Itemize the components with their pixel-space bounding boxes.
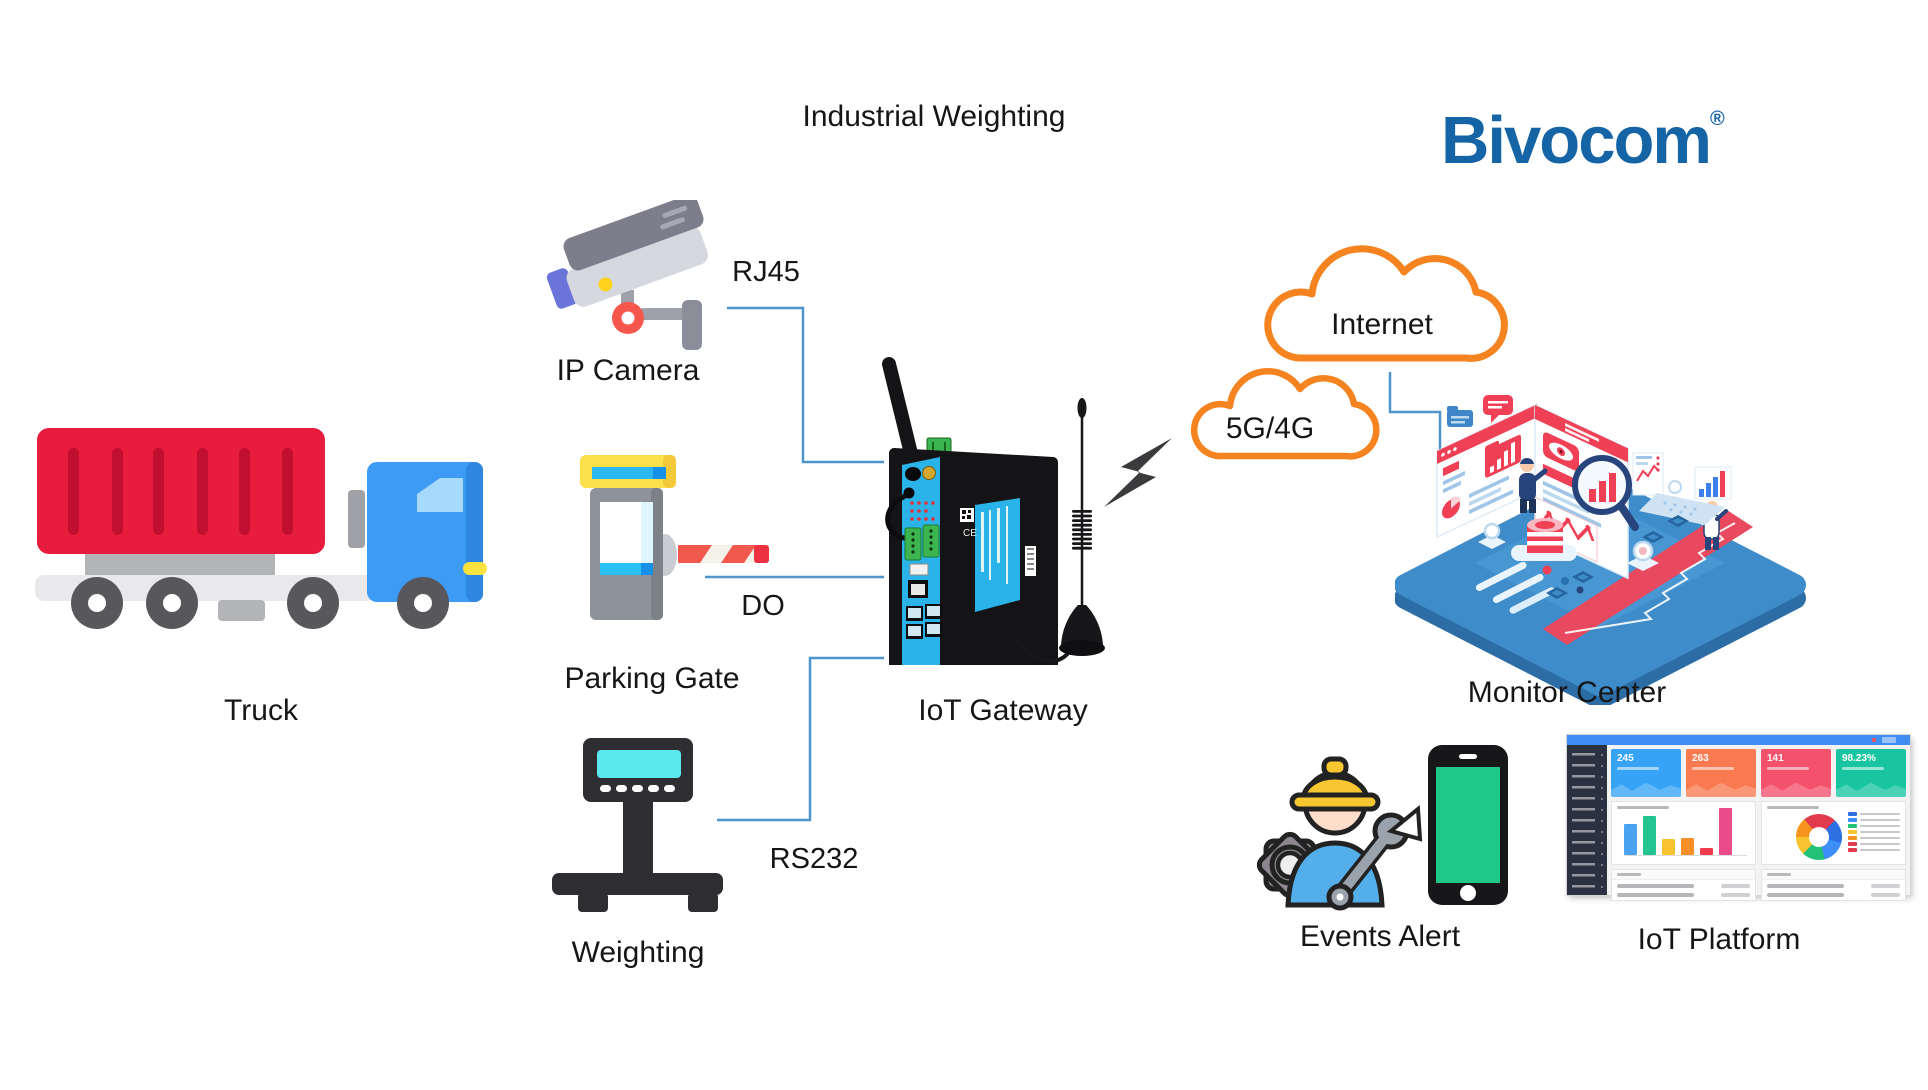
monitor-center-label: Monitor Center (1467, 676, 1667, 709)
monitor-center-illustration (1395, 395, 1806, 705)
truck-container (37, 428, 325, 554)
scale-platform (552, 873, 723, 895)
internet-cloud-label: Internet (1331, 308, 1433, 341)
wrench-icon (1326, 805, 1423, 911)
stat-cards: 245 263 141 98.23% (1611, 749, 1906, 797)
notification-dot (1872, 738, 1876, 742)
parking-gate-label: Parking Gate (564, 662, 740, 695)
barrier-arm (678, 545, 769, 563)
container-ribs (68, 448, 293, 535)
worker-icon (1285, 756, 1385, 908)
scale-buttons (600, 785, 675, 792)
bulb (1627, 540, 1659, 571)
magnifier-icon (1572, 455, 1639, 531)
stat-card: 263 (1686, 749, 1756, 797)
phone-icon (1428, 745, 1508, 905)
terminal-blocks (904, 524, 940, 561)
stat-value: 245 (1617, 753, 1634, 764)
cellular-cloud-label: 5G/4G (1225, 412, 1315, 445)
cylinder (1511, 518, 1577, 561)
lan-ports (906, 604, 942, 639)
weighting-label: Weighting (571, 936, 705, 969)
chat-bubble-icon (1483, 395, 1513, 423)
external-antenna (1013, 398, 1105, 664)
truck-underbody (85, 553, 275, 579)
dashboard-main: 245 263 141 98.23% (1607, 745, 1910, 901)
stat-value: 98.23% (1842, 753, 1876, 764)
weighting-scale-icon (552, 738, 723, 912)
donut-legend (1848, 812, 1900, 854)
ip-camera-icon (546, 200, 709, 350)
rs232-label: RS232 (769, 843, 859, 875)
stat-card: 245 (1611, 749, 1681, 797)
doc-panel (1632, 452, 1664, 496)
rj45-label: RJ45 (732, 256, 800, 288)
mini-bar-chart (1624, 803, 1747, 856)
ce-mark: CE (963, 528, 977, 539)
camera-bracket (682, 300, 702, 350)
ip-camera-label: IP Camera (556, 354, 700, 387)
console-board (1639, 493, 1725, 525)
scale-display (597, 750, 681, 778)
brand-logo: Bivocom® (1441, 84, 1725, 176)
iot-gateway-label: IoT Gateway (918, 694, 1088, 727)
donut-chart-panel (1761, 801, 1906, 865)
cellular-cloud-icon (1190, 368, 1380, 460)
parking-gate-icon (580, 455, 769, 620)
barcode (1025, 546, 1036, 576)
truck-label: Truck (224, 694, 298, 727)
person (1519, 457, 1548, 513)
truck-windshield (417, 478, 463, 512)
iot-gateway-icon: CE (882, 357, 1105, 665)
avatar (1882, 737, 1896, 743)
left-dashboard-panel (1436, 403, 1538, 539)
stat-value: 263 (1692, 753, 1709, 764)
bar-chart-panel (1611, 801, 1756, 865)
iot-platform-label: IoT Platform (1637, 923, 1801, 956)
camera-body (546, 200, 709, 309)
person (1703, 501, 1728, 550)
folder-float-icon (1447, 406, 1473, 427)
event-list-panel (1761, 869, 1906, 901)
floor-rows (1475, 561, 1584, 614)
internet-to-monitor-line (1388, 372, 1442, 458)
events-alert-label: Events Alert (1299, 920, 1461, 953)
truck-wheels (71, 577, 449, 629)
platform-vents (1546, 515, 1689, 599)
usb-port (909, 563, 929, 576)
red-road (1543, 510, 1753, 645)
stat-value: 141 (1767, 753, 1784, 764)
stat-card: 98.23% (1836, 749, 1906, 797)
truck-headlight (463, 562, 487, 575)
rj45-line (727, 306, 884, 464)
phone-screen (1436, 767, 1500, 883)
event-list-panel (1611, 869, 1756, 901)
bulb (1668, 480, 1682, 494)
dashboard-topbar (1567, 735, 1910, 745)
registered-mark: ® (1709, 108, 1725, 130)
rs232-line (717, 656, 884, 822)
led-indicators (910, 501, 935, 521)
dashboard-sidebar (1567, 745, 1607, 895)
truck-icon (35, 428, 487, 629)
sma-connector (922, 466, 936, 480)
events-alert-icon (1256, 745, 1508, 911)
do-label: DO (741, 590, 785, 622)
stat-card: 141 (1761, 749, 1831, 797)
brand-name: Bivocom (1441, 103, 1712, 178)
iot-platform-screenshot: 245 263 141 98.23% (1567, 735, 1910, 901)
page-title: Industrial Weighting (802, 100, 1066, 133)
internet-cloud-icon (1264, 245, 1508, 362)
mini-donut-chart (1796, 814, 1842, 860)
bulb (1478, 522, 1506, 549)
home-button (1460, 885, 1476, 901)
line-chart-banner (1534, 496, 1598, 563)
bar-chart-board (1694, 466, 1732, 500)
